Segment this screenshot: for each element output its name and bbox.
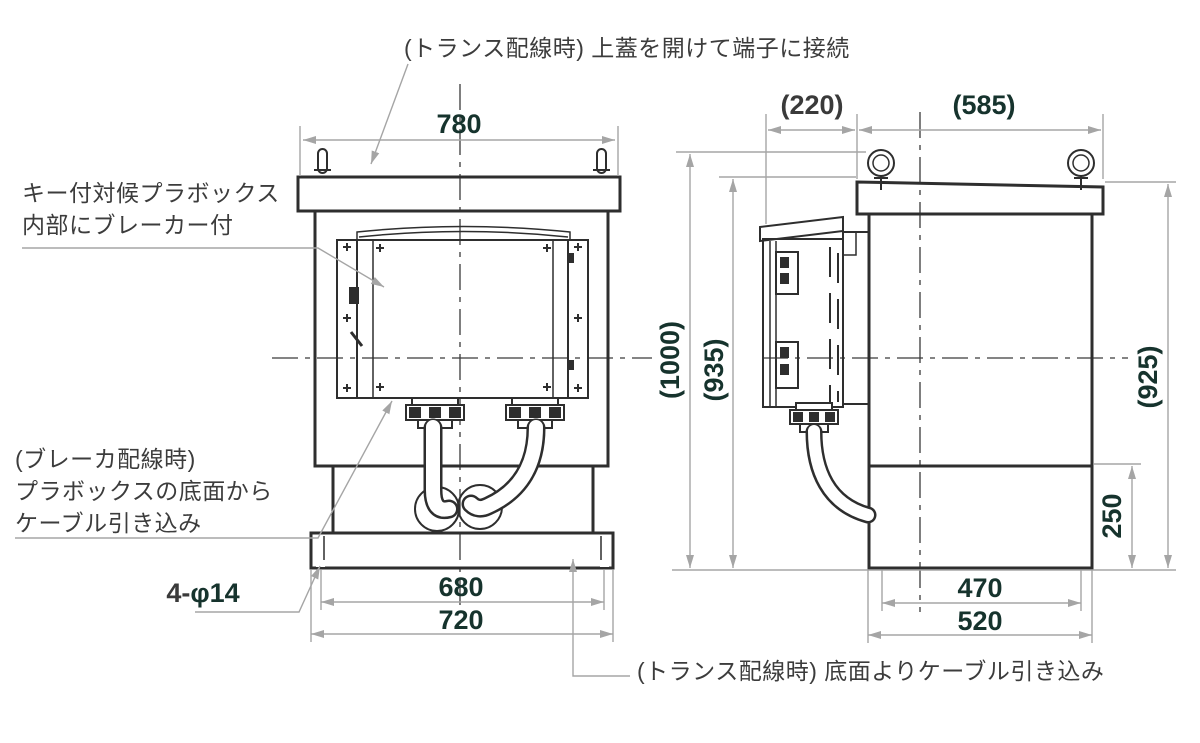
top-note: (トランス配線時) 上蓋を開けて端子に接続 [404, 35, 850, 61]
dim-side-rear-height: (925) [1133, 345, 1163, 408]
front-cabinet-body [313, 209, 610, 468]
side-prabox [759, 215, 870, 433]
dim-side-box-depth: (220) [780, 90, 843, 120]
side-view [759, 149, 1105, 570]
leader-lines [15, 63, 630, 677]
dimension-texts: 780 (220) (585) 680 720 470 520 (1000) (… [436, 90, 1163, 636]
side-base [867, 464, 1094, 570]
side-cabinet-body [867, 212, 1094, 468]
prabox-lock-icon [349, 287, 359, 304]
breaker-note-line3: ケーブル引き込み [15, 510, 202, 536]
dimension-lines [303, 126, 1172, 639]
front-eyebolt-right-icon [593, 148, 610, 174]
dim-side-front-height: (935) [699, 338, 729, 401]
prabox-note-line1: キー付対候プラボックス [22, 180, 280, 206]
breaker-note-line2: プラボックスの底面から [15, 478, 273, 504]
dim-front-base-width: 720 [438, 605, 483, 635]
front-cables [423, 418, 546, 520]
mount-holes-label: 4-φ14 [166, 578, 239, 608]
side-cable [805, 423, 877, 524]
front-base [309, 464, 615, 570]
bottom-note: (トランス配線時) 底面よりケーブル引き込み [637, 658, 1104, 684]
dim-side-overall-height: (1000) [655, 321, 685, 399]
front-top-lid [296, 175, 622, 213]
dim-side-base-height: 250 [1097, 493, 1127, 538]
dim-side-top-depth: (585) [952, 90, 1015, 120]
prabox-note-line2: 内部にブレーカー付 [22, 212, 234, 238]
dim-side-hole-span: 470 [957, 573, 1002, 603]
dim-side-base-depth: 520 [957, 606, 1002, 636]
extension-lines [299, 114, 1176, 643]
annotations: (トランス配線時) 上蓋を開けて端子に接続 キー付対候プラボックス 内部にブレー… [15, 35, 1104, 684]
prabox-screws [343, 243, 582, 392]
side-eyebolt-right-icon [1067, 149, 1095, 190]
side-top-lid [855, 180, 1105, 216]
dim-front-top-width: 780 [436, 109, 481, 139]
front-view [296, 148, 622, 570]
front-prabox [336, 225, 589, 399]
front-eyebolt-left-icon [314, 148, 331, 174]
dim-front-hole-span: 680 [438, 572, 483, 602]
breaker-note-line1: (ブレーカ配線時) [15, 446, 196, 472]
prabox-hinges-icon [775, 251, 799, 389]
